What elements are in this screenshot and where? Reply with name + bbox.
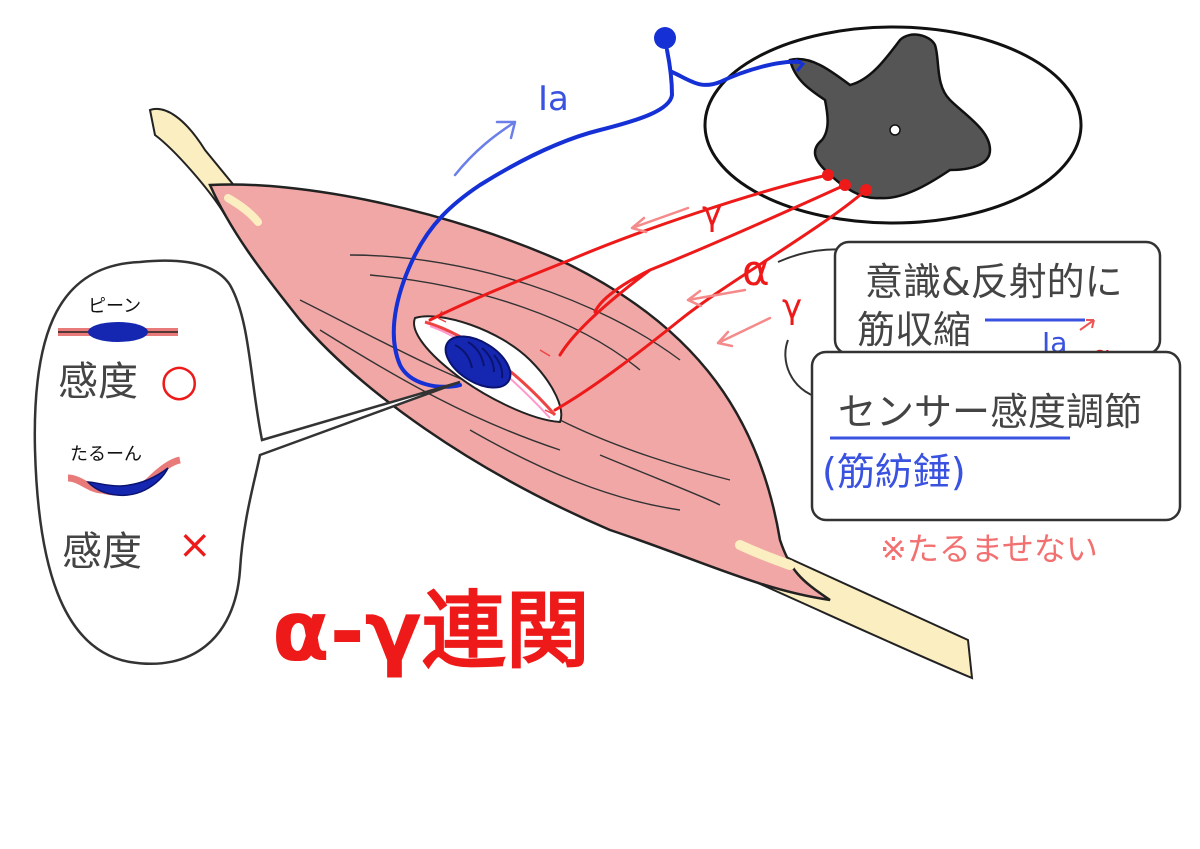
diagram-title: α-γ連関 xyxy=(272,582,590,680)
callout-contraction-line2: 筋収縮 xyxy=(857,308,971,352)
gamma-nerve-2 xyxy=(553,188,868,412)
motor-nerves xyxy=(428,173,868,412)
muscle-fibers xyxy=(299,254,731,511)
taut-spindle xyxy=(58,322,178,342)
note-text: ※たるませない xyxy=(880,530,1098,568)
bubble-bottom-sound: たるーん xyxy=(70,444,142,465)
muscle-spindle xyxy=(444,335,512,389)
central-canal xyxy=(889,124,901,136)
ia-afferent-nerve xyxy=(391,48,802,389)
bubble-top-label: 感度 xyxy=(58,359,138,405)
slack-spindle xyxy=(67,456,181,497)
callout-sensor: センサー感度調節 (筋紡錘) xyxy=(784,339,1182,522)
gamma-label-1: γ xyxy=(702,194,722,234)
gamma-label-2: γ xyxy=(782,287,802,327)
callout-sensor-line1: センサー感度調節 xyxy=(838,390,1142,434)
bubble-top-mark: ○ xyxy=(160,355,198,406)
callout-contraction: 意識&反射的に 筋収縮 Ia α xyxy=(777,240,1162,372)
spinal-cord xyxy=(703,25,1083,225)
muscle xyxy=(148,108,974,680)
alpha-label: α xyxy=(742,246,770,295)
gamma-nerve-1 xyxy=(428,173,830,322)
gray-matter xyxy=(788,33,992,200)
callout-contraction-line1: 意識&反射的に xyxy=(865,260,1123,304)
sensitivity-bubble: ピーン 感度 ○ たるーん 感度 × xyxy=(33,259,461,665)
bubble-bottom-mark: × xyxy=(178,522,212,568)
ia-label: Ia xyxy=(538,79,569,119)
callout-sensor-line2: (筋紡錘) xyxy=(822,450,966,494)
motor-direction-arrows xyxy=(630,206,772,348)
ia-direction-arrow xyxy=(453,120,517,177)
alpha-nerve xyxy=(558,183,847,357)
dorsal-root-ganglion xyxy=(654,27,676,49)
bubble-bottom-label: 感度 xyxy=(62,529,142,575)
bubble-top-sound: ピーン xyxy=(88,296,141,317)
